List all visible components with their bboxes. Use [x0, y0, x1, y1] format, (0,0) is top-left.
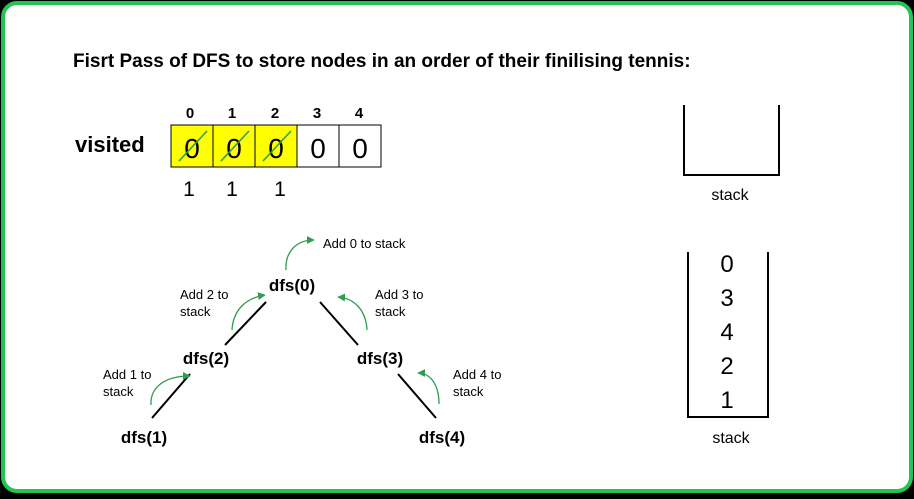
stack-item: 0	[720, 251, 733, 278]
cell-value: 0	[352, 133, 368, 164]
tree-edges	[151, 301, 437, 419]
empty-stack	[683, 105, 780, 176]
index-label: 1	[228, 105, 236, 122]
stack-item: 1	[720, 387, 733, 414]
node-dfs1: dfs(1)	[121, 428, 167, 447]
visited-cell: 0	[338, 124, 382, 168]
index-label: 0	[186, 105, 194, 122]
note-add-2: stack	[180, 304, 211, 319]
note-arrows	[150, 236, 440, 406]
visited-cell: 0	[170, 124, 214, 168]
note-add-3: Add 3 to	[375, 287, 423, 302]
node-dfs3: dfs(3)	[357, 349, 403, 368]
note-add-1: Add 1 to	[103, 367, 151, 382]
arrow-icon	[231, 292, 266, 331]
note-add-1: stack	[103, 384, 134, 399]
arrow-icon	[285, 236, 315, 271]
page-title: Fisrt Pass of DFS to store nodes in an o…	[73, 51, 691, 72]
new-value: 1	[183, 178, 195, 201]
tree-notes: Add 0 to stack Add 2 to stack Add 3 to s…	[103, 236, 501, 399]
cell-box	[338, 124, 382, 168]
cell-value: 0	[268, 133, 284, 164]
visited-indices: 0 1 2 3 4	[186, 105, 364, 122]
new-value: 1	[226, 178, 238, 201]
note-add-3: stack	[375, 304, 406, 319]
note-add-4: Add 4 to	[453, 367, 501, 382]
stack-item: 4	[720, 319, 733, 346]
node-dfs4: dfs(4)	[419, 428, 465, 447]
filled-stack-caption: stack	[712, 430, 750, 447]
filled-stack	[687, 252, 769, 418]
node-dfs2: dfs(2)	[183, 349, 229, 368]
edge-0-3	[319, 301, 359, 346]
strike-mark	[262, 130, 292, 162]
edge-3-4	[397, 373, 437, 419]
index-label: 3	[313, 105, 321, 122]
node-dfs0: dfs(0)	[269, 276, 315, 295]
cell-value: 0	[310, 133, 326, 164]
visited-cell: 0	[212, 124, 256, 168]
new-value: 1	[274, 178, 286, 201]
cell-value: 0	[184, 133, 200, 164]
empty-stack-caption: stack	[711, 187, 749, 204]
strike-mark	[220, 130, 250, 162]
arrow-icon	[417, 369, 440, 405]
arrow-icon	[337, 293, 368, 331]
note-add-0: Add 0 to stack	[323, 236, 406, 251]
visited-label: visited	[75, 132, 145, 157]
visited-cell: 0	[296, 124, 340, 168]
index-label: 2	[271, 105, 279, 122]
stack-items: 0 3 4 2 1	[720, 251, 733, 414]
visited-new-values: 1 1 1	[183, 178, 286, 201]
cell-box	[296, 124, 340, 168]
strike-mark	[178, 130, 208, 162]
visited-cell: 0	[254, 124, 298, 168]
tree-nodes: dfs(0) dfs(2) dfs(3) dfs(1) dfs(4)	[121, 276, 465, 447]
index-label: 4	[355, 105, 364, 122]
stack-item: 3	[720, 285, 733, 312]
edge-0-2	[224, 301, 267, 346]
note-add-4: stack	[453, 384, 484, 399]
edge-2-1	[151, 373, 191, 419]
stack-item: 2	[720, 353, 733, 380]
cell-value: 0	[226, 133, 242, 164]
note-add-2: Add 2 to	[180, 287, 228, 302]
arrow-icon	[150, 372, 191, 406]
